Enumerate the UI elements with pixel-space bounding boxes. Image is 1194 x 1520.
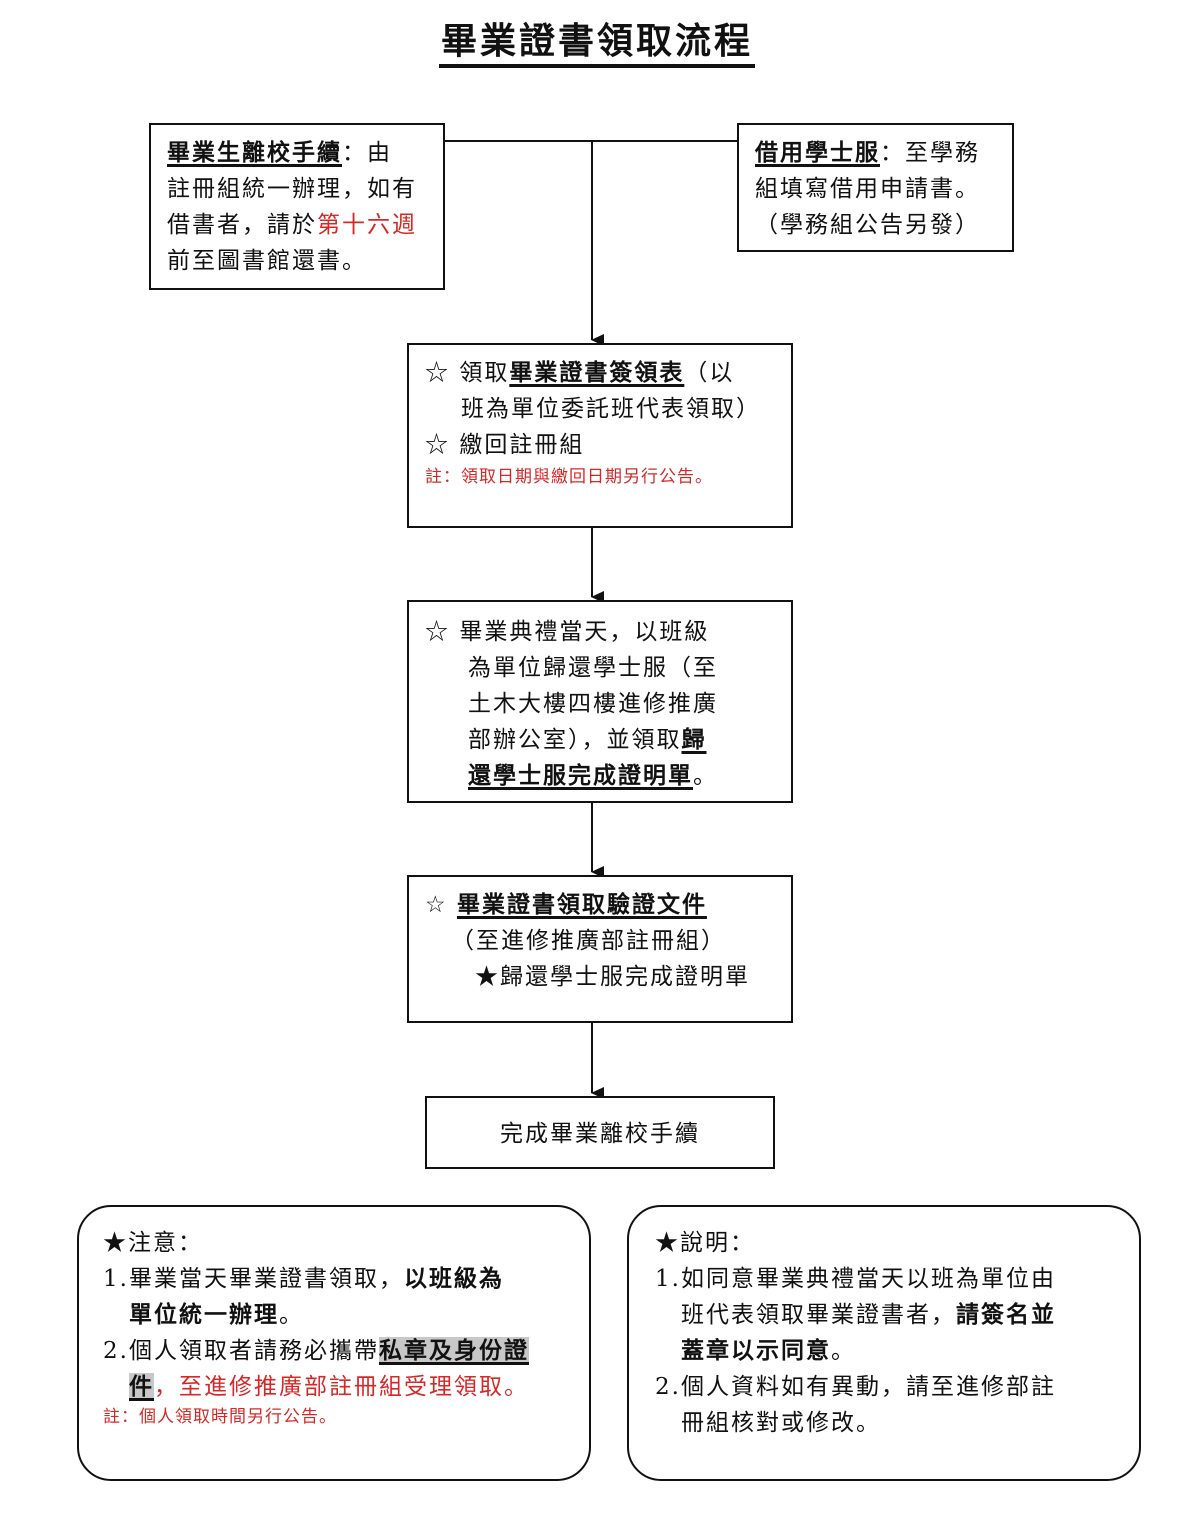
box-verification-documents: ☆ 畢業證書領取驗證文件 （至進修推廣部註冊組） ★歸還學士服完成證明單: [407, 875, 793, 1023]
star-outline-icon: ☆: [425, 619, 450, 645]
leaving-procedure-heading: 畢業生離校手續: [167, 139, 342, 166]
page-title: 畢業證書領取流程: [0, 12, 1194, 68]
box-collect-signoff-form: ☆ 領取畢業證書簽領表（以 班為單位委託班代表領取） ☆ 繳回註冊組 註：領取日…: [407, 343, 793, 528]
box2-note: 註：領取日期與繳回日期另行公告。: [425, 467, 713, 487]
notice-note: 註：個人領取時間另行公告。: [103, 1407, 337, 1427]
deadline-week: 第十六週: [317, 212, 417, 238]
explain-panel: ★說明： 1.如同意畢業典禮當天以班為單位由 班代表領取畢業證書者，請簽名並 蓋…: [627, 1205, 1141, 1481]
explain-heading: ★說明：: [655, 1230, 755, 1256]
box-return-gown: ☆ 畢業典禮當天，以班級 為單位歸還學士服（至 土木大樓四樓進修推廣 部辦公室）…: [407, 600, 793, 803]
box-leaving-procedure: 畢業生離校手續：由 註冊組統一辦理，如有 借書者，請於第十六週 前至圖書館還書。: [149, 123, 445, 290]
box-borrow-gown: 借用學士服：至學務 組填寫借用申請書。 （學務組公告另發）: [737, 123, 1014, 252]
borrow-gown-heading: 借用學士服: [755, 139, 880, 166]
star-outline-icon: ☆: [425, 892, 448, 918]
notice-panel: ★注意： 1.畢業當天畢業證書領取，以班級為 單位統一辦理。 2.個人領取者請務…: [77, 1205, 591, 1481]
box-complete: 完成畢業離校手續: [425, 1096, 775, 1169]
notice-heading: ★注意：: [103, 1230, 203, 1256]
star-outline-icon: ☆: [425, 432, 450, 458]
star-outline-icon: ☆: [425, 360, 450, 386]
